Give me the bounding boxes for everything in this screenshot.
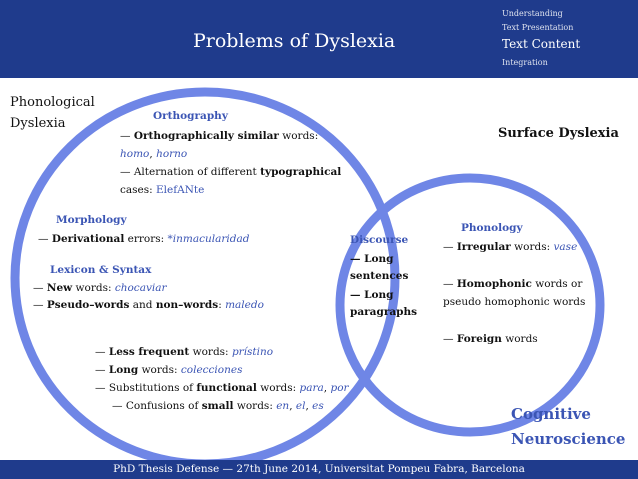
orthography-heading: Orthography [153,110,228,122]
lexicon-line1: — New words: chocaviar [33,282,167,294]
discourse-line2: sentences [350,270,409,282]
slide-title: Problems of Dyslexia [193,30,396,52]
footer-bar: PhD Thesis Defense — 27th June 2014, Uni… [0,460,638,479]
lower-line3: — Substitutions of functional words: par… [95,382,349,394]
lower-line4: — Confusions of small words: en, el, es [112,400,324,412]
discourse-line3: — Long [350,289,394,301]
morphology-line: — Derivational errors: *inmacularidad [38,233,250,245]
phonology-line2: — Homophonic words or [443,278,583,290]
footer-text: PhD Thesis Defense — 27th June 2014, Uni… [113,463,525,475]
phonology-line1: — Irregular words: vase [443,241,578,253]
phonological-title-line1: Phonological [10,95,95,110]
phonology-line3: pseudo homophonic words [443,296,586,308]
orthography-line4: cases: ElefANte [120,184,205,196]
surface-title: Surface Dyslexia [498,126,619,141]
nav-item-text-content[interactable]: Text Content [502,37,581,51]
header-bar: Problems of Dyslexia Understanding Text … [0,0,638,78]
lower-line1: — Less frequent words: prístino [95,346,274,358]
cognitive-label: Cognitive [511,405,591,423]
discourse-line1: — Long [350,253,394,265]
discourse-heading: Discourse [350,234,409,246]
surface-circle [335,173,605,437]
morphology-heading: Morphology [56,214,127,226]
nav-item-understanding[interactable]: Understanding [502,9,563,18]
phonology-heading: Phonology [461,222,523,234]
neuroscience-label: Neuroscience [511,430,626,448]
lexicon-heading: Lexicon & Syntax [50,264,152,276]
nav-item-integration[interactable]: Integration [502,58,548,67]
lexicon-line2: — Pseudo–words and non–words: maledo [33,299,264,311]
orthography-line1: — Orthographically similar words: [120,130,319,142]
orthography-line3: — Alternation of different typographical [120,166,342,178]
nav-item-text-presentation[interactable]: Text Presentation [502,23,574,32]
discourse-line4: paragraphs [350,306,418,318]
phonology-line4: — Foreign words [443,333,538,345]
phonological-title-line2: Dyslexia [10,116,66,131]
lower-line2: — Long words: colecciones [95,364,243,376]
orthography-line2: homo, horno [120,148,188,160]
